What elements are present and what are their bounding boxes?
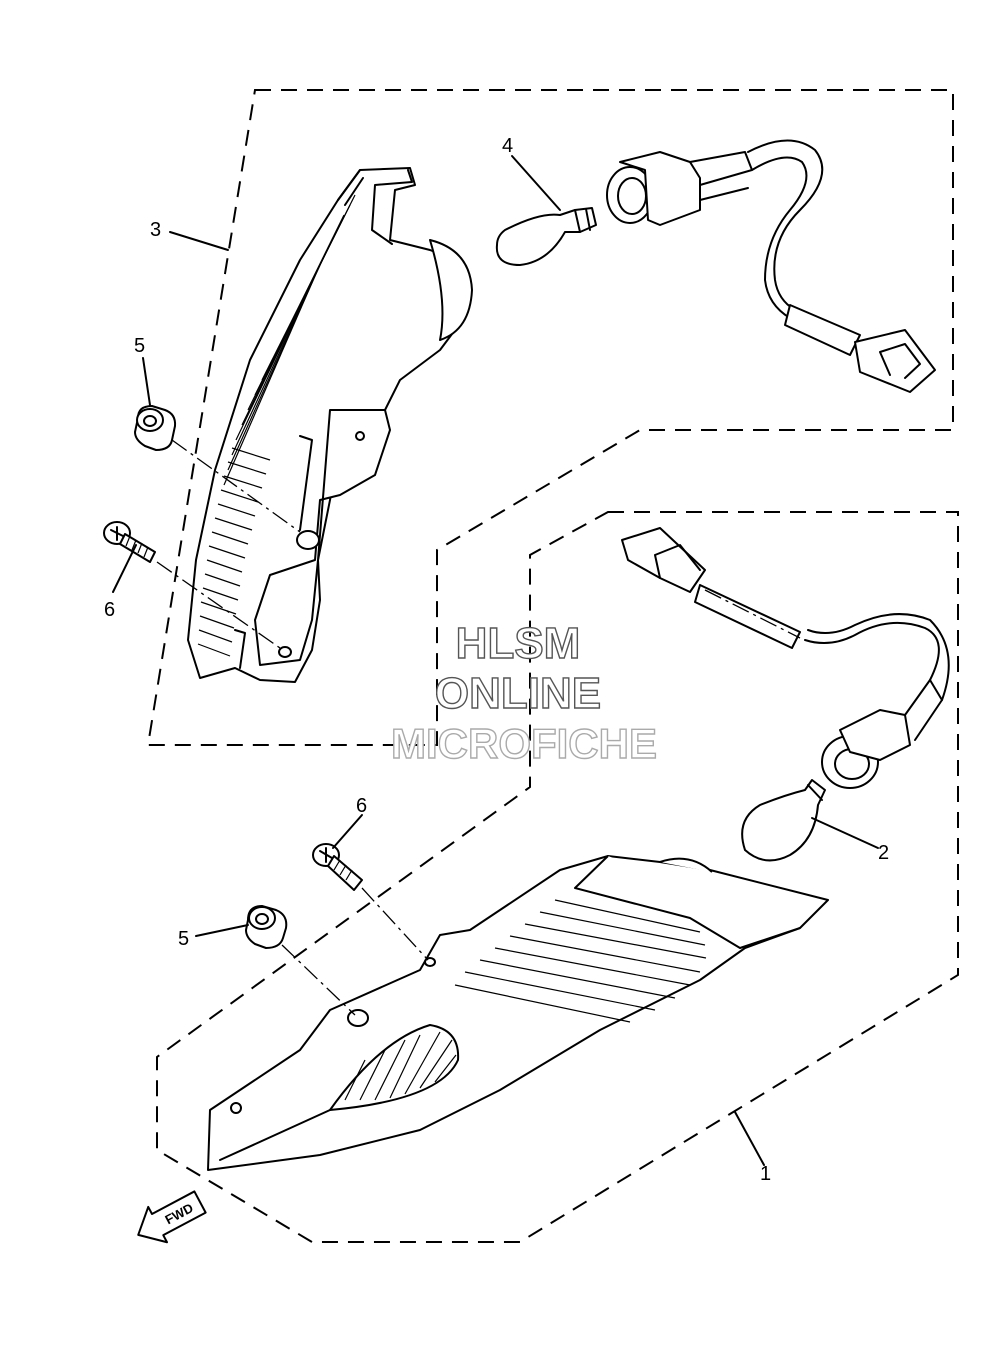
leader-5-upper	[142, 357, 151, 406]
leader-6-upper	[112, 544, 137, 593]
lower-screw-centerline	[361, 887, 429, 961]
leader-5-lower	[195, 924, 249, 937]
lower-grommet-centerline	[281, 944, 356, 1016]
fwd-arrow: FWD	[137, 1190, 207, 1244]
leader-2	[811, 817, 879, 849]
lower-assembly-boundary	[156, 511, 959, 1243]
callout-6-lower: 6	[356, 795, 367, 817]
watermark-line3: MICROFICHE	[391, 720, 657, 767]
callout-4: 4	[502, 135, 513, 157]
leader-1	[734, 1111, 765, 1166]
leader-4	[511, 155, 561, 211]
upper-lens-housing	[187, 167, 473, 683]
upper-grommet	[134, 405, 177, 451]
leader-3	[169, 231, 229, 251]
upper-screw	[103, 521, 156, 563]
upper-bulb	[495, 207, 597, 266]
callout-3: 3	[150, 219, 161, 241]
upper-assembly-boundary	[146, 89, 954, 746]
callout-5-upper: 5	[134, 335, 145, 357]
callout-2: 2	[878, 842, 889, 864]
lower-grommet	[245, 905, 288, 949]
callout-5-lower: 5	[178, 928, 189, 950]
lower-wiring-centerline	[704, 589, 801, 639]
lower-lens-housing	[207, 855, 829, 1171]
watermark-line2: ONLINE	[435, 669, 601, 718]
callout-1: 1	[760, 1163, 771, 1185]
upper-screw-centerline	[156, 561, 281, 649]
upper-socket-wiring	[606, 139, 936, 393]
lower-screw	[312, 843, 363, 891]
callout-6-upper: 6	[104, 599, 115, 621]
lower-socket-wiring	[621, 527, 950, 789]
upper-grommet-centerline	[171, 439, 301, 533]
lower-bulb	[741, 779, 826, 862]
watermark-line1: HLSM	[456, 619, 581, 668]
leader-6-lower	[332, 814, 363, 849]
